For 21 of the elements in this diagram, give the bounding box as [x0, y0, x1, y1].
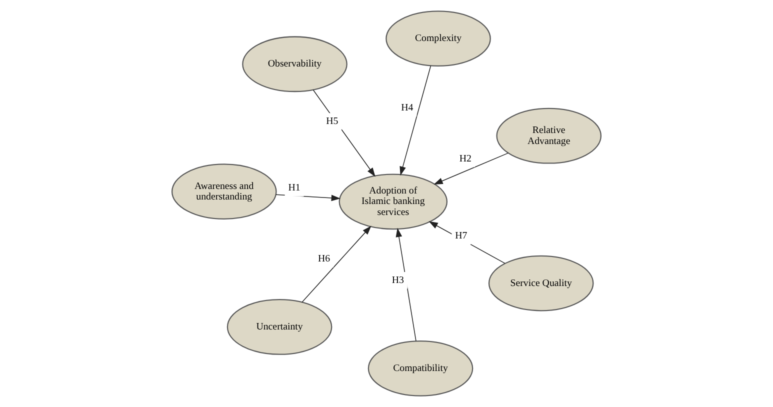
edge-label: H4 — [401, 102, 414, 114]
node-ellipse: Uncertainty — [226, 299, 332, 355]
edge-label: H5 — [326, 116, 338, 128]
arrow — [302, 226, 372, 303]
node-ellipse: Relative Advantage — [496, 108, 602, 164]
arrow — [396, 228, 416, 342]
edge-label: H7 — [455, 230, 468, 242]
node-ellipse: Compatibility — [368, 340, 474, 396]
arrow — [400, 65, 432, 176]
edge-label: H3 — [392, 274, 404, 286]
node-ellipse: Service Quality — [488, 255, 594, 312]
node-ellipse: Observability — [242, 36, 348, 92]
arrow — [434, 152, 509, 185]
arrow — [428, 221, 506, 264]
edge-label: H2 — [459, 153, 472, 164]
node-ellipse: Awareness and understanding — [171, 164, 277, 220]
arrow — [312, 90, 376, 177]
edge-label: H6 — [318, 254, 330, 265]
edge-label: H1 — [288, 182, 300, 194]
arrow — [276, 194, 340, 202]
node-ellipse: Complexity — [386, 10, 491, 66]
